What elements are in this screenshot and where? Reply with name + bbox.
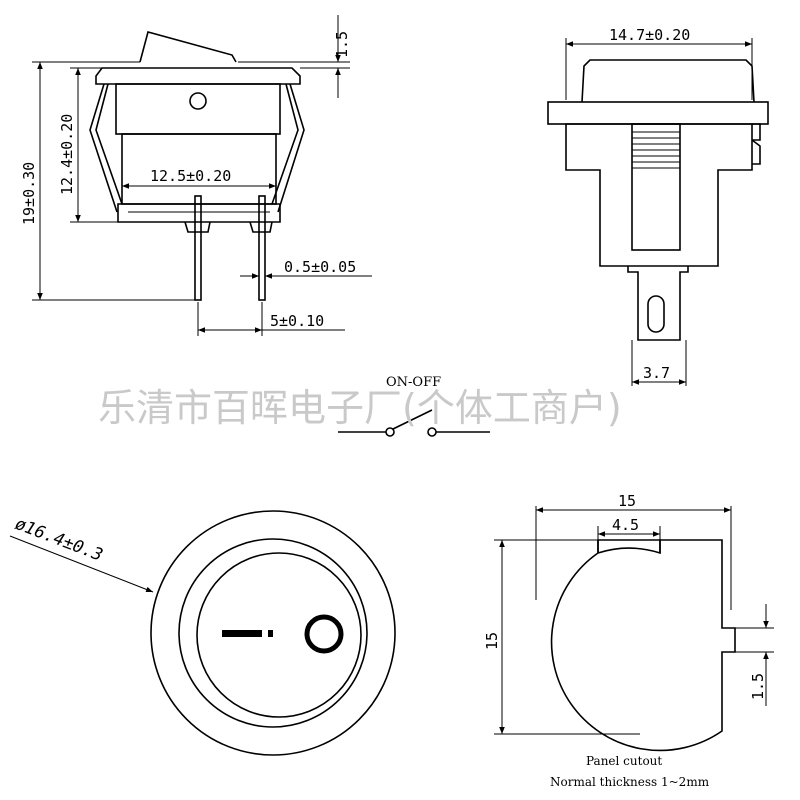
right-snap-clip [271, 83, 299, 205]
center-shaft [631, 123, 681, 251]
dim-cutout-height: 15 [483, 632, 501, 650]
bezel [547, 101, 769, 125]
off-mark-icon [304, 614, 344, 654]
bezel-flange [95, 67, 301, 85]
terminal [627, 266, 689, 341]
dim-front-width: 14.7±0.20 [609, 26, 690, 44]
dim-body-height: 12.4±0.20 [58, 114, 76, 195]
rocker-actuator [139, 31, 237, 63]
dim-body-width: 12.5±0.20 [150, 167, 231, 185]
dim-diameter: ø16.4±0.3 [12, 514, 105, 566]
dim-top-gap: 1.5 [333, 31, 351, 58]
indicator-lamp-icon [189, 92, 207, 110]
rocker-face [196, 552, 362, 718]
terminal-hole [647, 295, 665, 333]
right-snap-clip-outer [277, 83, 305, 213]
dim-notch-depth: 1.5 [749, 673, 767, 700]
side-view: 1.5 12.4±0.20 19±0.30 12.5±0.20 0.5±0.05… [20, 15, 372, 336]
dim-total-height: 19±0.30 [20, 162, 38, 225]
top-view: ø16.4±0.3 [9, 510, 396, 756]
front-view: 14.7±0.20 3.7 [547, 26, 769, 386]
switch-contact-arm [392, 409, 433, 430]
rocker-rim [178, 538, 368, 728]
panel-cutout: 15 4.5 15 1.5 Panel cutout Normal thickn… [483, 492, 774, 789]
cutout-outline [550, 539, 736, 752]
rocker-top [581, 59, 755, 103]
dim-pin-thickness: 0.5±0.05 [284, 258, 356, 276]
cutout-caption: Panel cutout [586, 754, 662, 768]
dim-pin-spacing: 5±0.10 [270, 312, 324, 330]
left-snap-clip [95, 83, 123, 205]
left-snap-clip-outer [89, 83, 118, 213]
dim-cutout-width: 15 [618, 492, 636, 510]
switch-symbol: ON-OFF [338, 375, 490, 437]
dim-terminal-width: 3.7 [643, 364, 670, 382]
cutout-thickness-note: Normal thickness 1~2mm [550, 775, 710, 789]
body [565, 123, 753, 267]
base [117, 203, 281, 223]
watermark: 乐清市百晖电子厂(个体工商户) [98, 386, 622, 430]
shaft-ribs [632, 131, 680, 169]
pin-right [258, 195, 266, 301]
on-mark-icon [222, 630, 262, 637]
outer-bezel [150, 510, 396, 756]
dim-notch-width: 4.5 [612, 516, 639, 534]
switch-label: ON-OFF [386, 375, 441, 390]
